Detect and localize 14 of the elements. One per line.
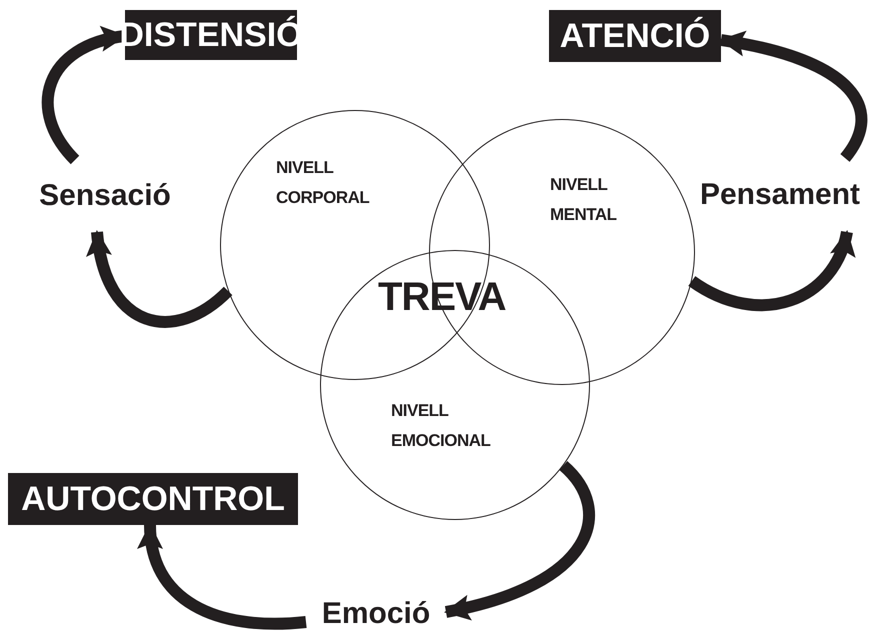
curved-arrow	[719, 31, 868, 162]
curved-arrow	[444, 461, 595, 620]
circle-label: NIVELL MENTAL	[550, 174, 618, 226]
label-box: ATENCIÓ	[549, 10, 721, 62]
node-label: Pensament	[688, 158, 872, 232]
circle-label: NIVELL EMOCIONAL	[391, 400, 492, 452]
curved-arrow	[688, 230, 854, 312]
node-label: Emoció	[306, 590, 446, 638]
venn-circle	[320, 250, 590, 520]
circle-label: NIVELL CORPORAL	[276, 157, 370, 209]
label-box: AUTOCONTROL	[8, 473, 298, 525]
node-label: Sensació	[14, 160, 196, 232]
curved-arrow	[88, 230, 232, 328]
curved-arrow	[138, 523, 306, 630]
